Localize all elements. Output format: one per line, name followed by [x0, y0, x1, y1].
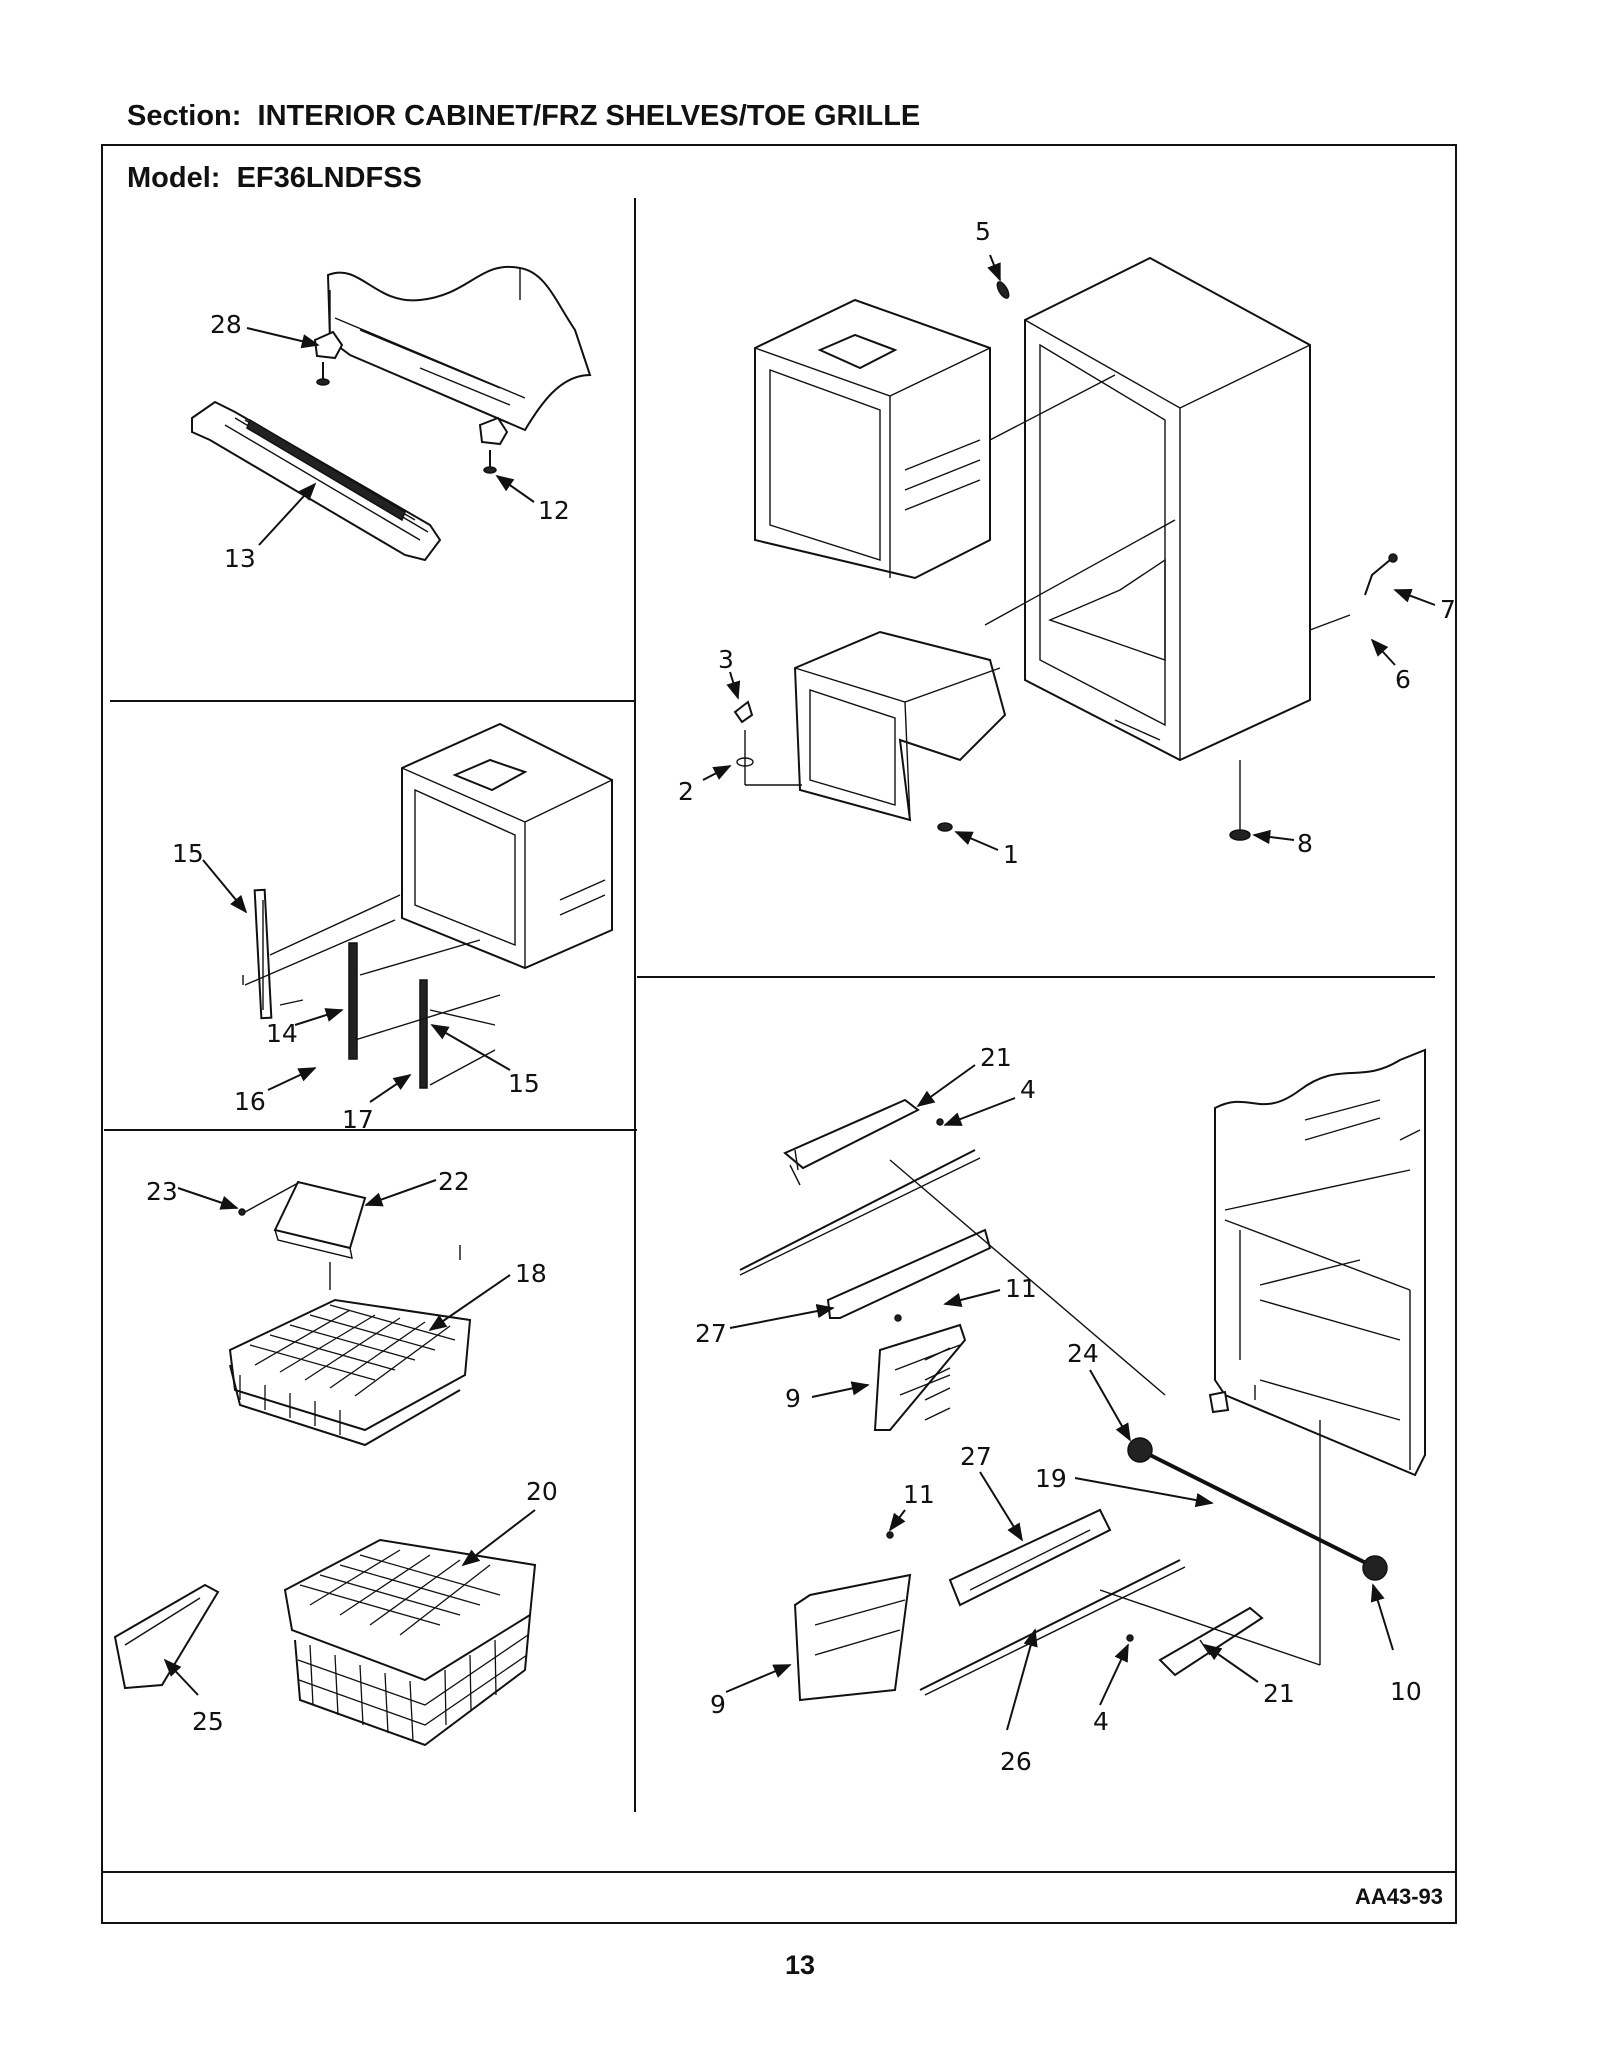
callout-7: 7 [1440, 595, 1456, 624]
cabinet-clip [996, 281, 1010, 299]
pinion-gear-right [1362, 1555, 1388, 1581]
leader-lines [163, 254, 1436, 1731]
slide-bracket-lower [1158, 1606, 1264, 1677]
lower-wire-basket [283, 1538, 537, 1747]
diagram-frame [101, 144, 1457, 1924]
callout-19: 19 [1035, 1464, 1067, 1493]
callout-20: 20 [526, 1477, 558, 1506]
upper-wire-basket [228, 1298, 472, 1447]
slide-support-lower [948, 1508, 1112, 1607]
callout-9-upper: 9 [785, 1384, 801, 1413]
callout-17: 17 [342, 1105, 374, 1134]
callout-27-lower: 27 [960, 1442, 992, 1471]
freezer-liner [401, 722, 613, 970]
outer-cabinet [1024, 256, 1311, 762]
ice-compartment [793, 630, 1007, 822]
basket-assembly [113, 1180, 537, 1747]
callout-1: 1 [1003, 840, 1019, 869]
toe-grille-assembly [191, 265, 592, 562]
freezer-cabinet-assembly [733, 256, 1398, 841]
callout-21-upper: 21 [980, 1043, 1012, 1072]
left-bracket [313, 330, 344, 360]
callout-22: 22 [438, 1167, 470, 1196]
callout-15-upper: 15 [172, 839, 204, 868]
callout-27-upper: 27 [695, 1319, 727, 1348]
screw-3 [733, 700, 754, 724]
upper-liner-control [817, 333, 898, 370]
shelf-rail-center [348, 942, 358, 1060]
section-label: Section: [127, 100, 242, 132]
callout-12: 12 [538, 496, 570, 525]
callout-5: 5 [975, 217, 991, 246]
callout-10: 10 [1390, 1677, 1422, 1706]
footer-separator [101, 1871, 1457, 1873]
callout-11-upper: 11 [1005, 1274, 1037, 1303]
slide-support-upper [826, 1228, 992, 1319]
callout-21-lower: 21 [1263, 1679, 1295, 1708]
pinion-shaft [1149, 1453, 1371, 1567]
toe-grille [191, 400, 442, 562]
callout-2: 2 [678, 777, 694, 806]
freezer-cabinet-partial [1214, 1048, 1426, 1477]
basket-end-divider [113, 1583, 220, 1690]
callout-26: 26 [1000, 1747, 1032, 1776]
callout-9-lower: 9 [710, 1690, 726, 1719]
callout-18: 18 [515, 1259, 547, 1288]
callout-4-upper: 4 [1020, 1075, 1036, 1104]
wire-harness [1364, 559, 1391, 596]
callout-11-lower: 11 [903, 1480, 935, 1509]
model-value: EF36LNDFSS [236, 162, 422, 194]
slide-clip-upper [873, 1323, 967, 1431]
callout-13: 13 [224, 544, 256, 573]
section-value: INTERIOR CABINET/FRZ SHELVES/TOE GRILLE [257, 100, 921, 132]
shelf-support-assembly [242, 722, 613, 1089]
panel-dividers [104, 198, 1435, 1812]
shelf-rail-right [419, 979, 428, 1089]
callout-4-lower: 4 [1093, 1707, 1109, 1736]
callout-14: 14 [266, 1019, 298, 1048]
callout-23: 23 [146, 1177, 178, 1206]
slide-bracket-upper [783, 1098, 920, 1170]
slide-clip-lower [793, 1573, 912, 1702]
slide-rail-upper [739, 1149, 976, 1271]
drawing-code: AA43-93 [1354, 1884, 1443, 1909]
slide-rail-lower [919, 1559, 1181, 1691]
model-title: Model: EF36LNDFSS [127, 162, 422, 195]
callout-labels: 28 12 13 5 7 6 3 2 1 8 15 14 16 17 15 23… [146, 217, 1456, 1776]
model-label: Model: [127, 162, 221, 194]
page-number: 13 [784, 1950, 816, 1980]
callout-8: 8 [1297, 829, 1313, 858]
basket-divider [273, 1180, 367, 1250]
cabinet-base-corner [326, 265, 592, 432]
callout-6: 6 [1395, 665, 1411, 694]
callout-25: 25 [192, 1707, 224, 1736]
callout-16: 16 [234, 1087, 266, 1116]
callout-24: 24 [1067, 1339, 1099, 1368]
drawer-slide-assembly [739, 1048, 1426, 1702]
callout-15-lower: 15 [508, 1069, 540, 1098]
section-title: Section: INTERIOR CABINET/FRZ SHELVES/TO… [127, 100, 920, 133]
callout-3: 3 [718, 645, 734, 674]
right-bracket [478, 416, 509, 446]
pinion-gear-left [1127, 1437, 1153, 1463]
callout-28: 28 [210, 310, 242, 339]
